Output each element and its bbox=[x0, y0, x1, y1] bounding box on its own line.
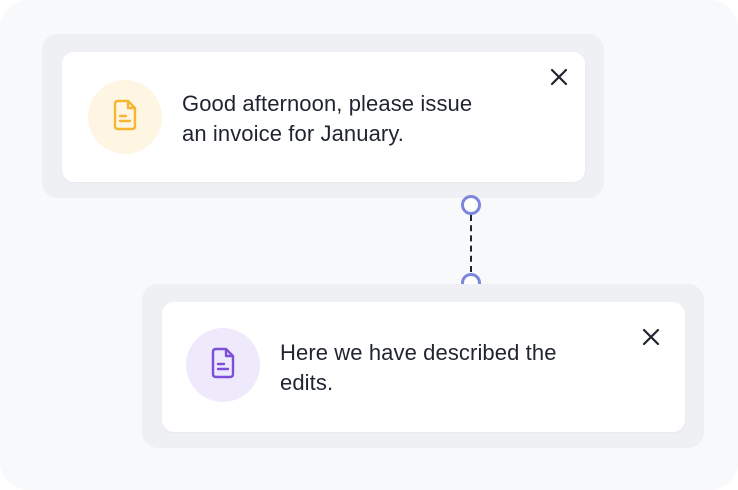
message-text: Here we have described the edits. bbox=[280, 338, 557, 398]
message-line: an invoice for January. bbox=[182, 121, 405, 146]
document-icon bbox=[208, 346, 238, 385]
close-icon bbox=[550, 68, 568, 91]
document-icon-badge bbox=[186, 328, 260, 402]
close-button[interactable] bbox=[546, 66, 572, 92]
message-line: edits. bbox=[280, 370, 334, 395]
connector-node-top[interactable] bbox=[461, 195, 481, 215]
close-button[interactable] bbox=[638, 326, 664, 352]
message-line: Here we have described the bbox=[280, 340, 557, 365]
message-line: Good afternoon, please issue bbox=[182, 91, 473, 116]
message-text: Good afternoon, please issue an invoice … bbox=[182, 89, 472, 149]
connector-line bbox=[470, 215, 472, 272]
document-icon bbox=[110, 98, 140, 137]
message-card: Here we have described the edits. bbox=[162, 302, 685, 432]
message-card: Good afternoon, please issue an invoice … bbox=[62, 52, 585, 182]
close-icon bbox=[642, 328, 660, 351]
document-icon-badge bbox=[88, 80, 162, 154]
